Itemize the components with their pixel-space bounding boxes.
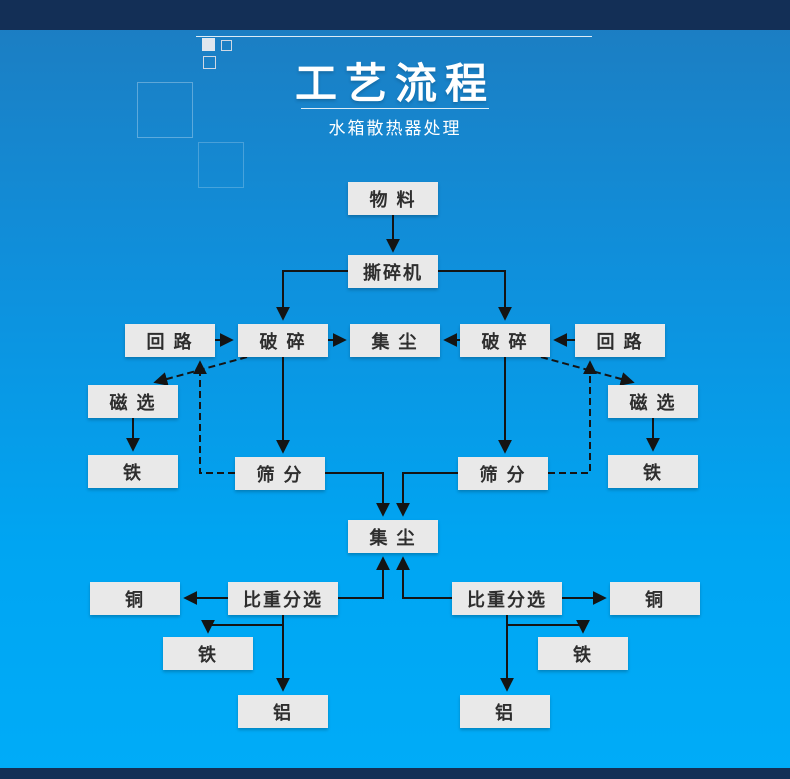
top-bar bbox=[0, 0, 790, 30]
node-iron-right-2: 铁 bbox=[538, 637, 628, 670]
node-screen-left: 筛 分 bbox=[235, 457, 325, 490]
page-subtitle: 水箱散热器处理 bbox=[328, 119, 462, 138]
node-screen-right: 筛 分 bbox=[458, 457, 548, 490]
subtitle-divider-line bbox=[301, 108, 489, 109]
arrow-screen-right-dust-mid bbox=[396, 472, 458, 517]
node-iron-right-1: 铁 bbox=[608, 455, 698, 488]
arrow-gravity-right-dust-mid bbox=[396, 556, 452, 599]
decorative-square-outline bbox=[137, 82, 193, 138]
node-crush-left: 破 碎 bbox=[238, 324, 328, 357]
arrow-gravity-right-iron bbox=[506, 615, 590, 634]
node-dust-mid: 集 尘 bbox=[348, 520, 438, 553]
node-crush-right: 破 碎 bbox=[460, 324, 550, 357]
arrow-shredder-crush-left bbox=[276, 270, 348, 321]
arrow-shredder-crush-right bbox=[438, 270, 512, 321]
node-iron-left-2: 铁 bbox=[163, 637, 253, 670]
decorative-square-outline bbox=[203, 56, 216, 69]
arrow-crush-left-magnetic-left bbox=[153, 356, 248, 386]
node-aluminum-right: 铝 bbox=[460, 695, 550, 728]
bottom-bar bbox=[0, 768, 790, 779]
arrow-gravity-left-dust-mid bbox=[338, 556, 390, 599]
decorative-square-outline bbox=[221, 40, 232, 51]
node-magnetic-right: 磁 选 bbox=[608, 385, 698, 418]
arrow-gravity-left-iron bbox=[201, 615, 284, 634]
node-dust-top: 集 尘 bbox=[350, 324, 440, 357]
node-shredder: 撕碎机 bbox=[348, 255, 438, 288]
arrow-screen-left-dust-mid bbox=[325, 472, 390, 517]
node-material: 物 料 bbox=[348, 182, 438, 215]
node-gravity-right: 比重分选 bbox=[452, 582, 562, 615]
arrow-screen-right-loop-right bbox=[548, 360, 597, 474]
node-copper-right: 铜 bbox=[610, 582, 700, 615]
node-copper-left: 铜 bbox=[90, 582, 180, 615]
decorative-square-outline bbox=[198, 142, 244, 188]
page-title: 工艺流程 bbox=[294, 60, 495, 107]
node-gravity-left: 比重分选 bbox=[228, 582, 338, 615]
arrow-crush-right-magnetic-right bbox=[540, 356, 635, 386]
decorative-square-filled bbox=[202, 38, 215, 51]
arrow-screen-left-loop-left bbox=[193, 360, 235, 474]
node-loop-left: 回 路 bbox=[125, 324, 215, 357]
node-iron-left-1: 铁 bbox=[88, 455, 178, 488]
title-frame-line bbox=[196, 36, 592, 37]
node-loop-right: 回 路 bbox=[575, 324, 665, 357]
node-aluminum-left: 铝 bbox=[238, 695, 328, 728]
node-magnetic-left: 磁 选 bbox=[88, 385, 178, 418]
